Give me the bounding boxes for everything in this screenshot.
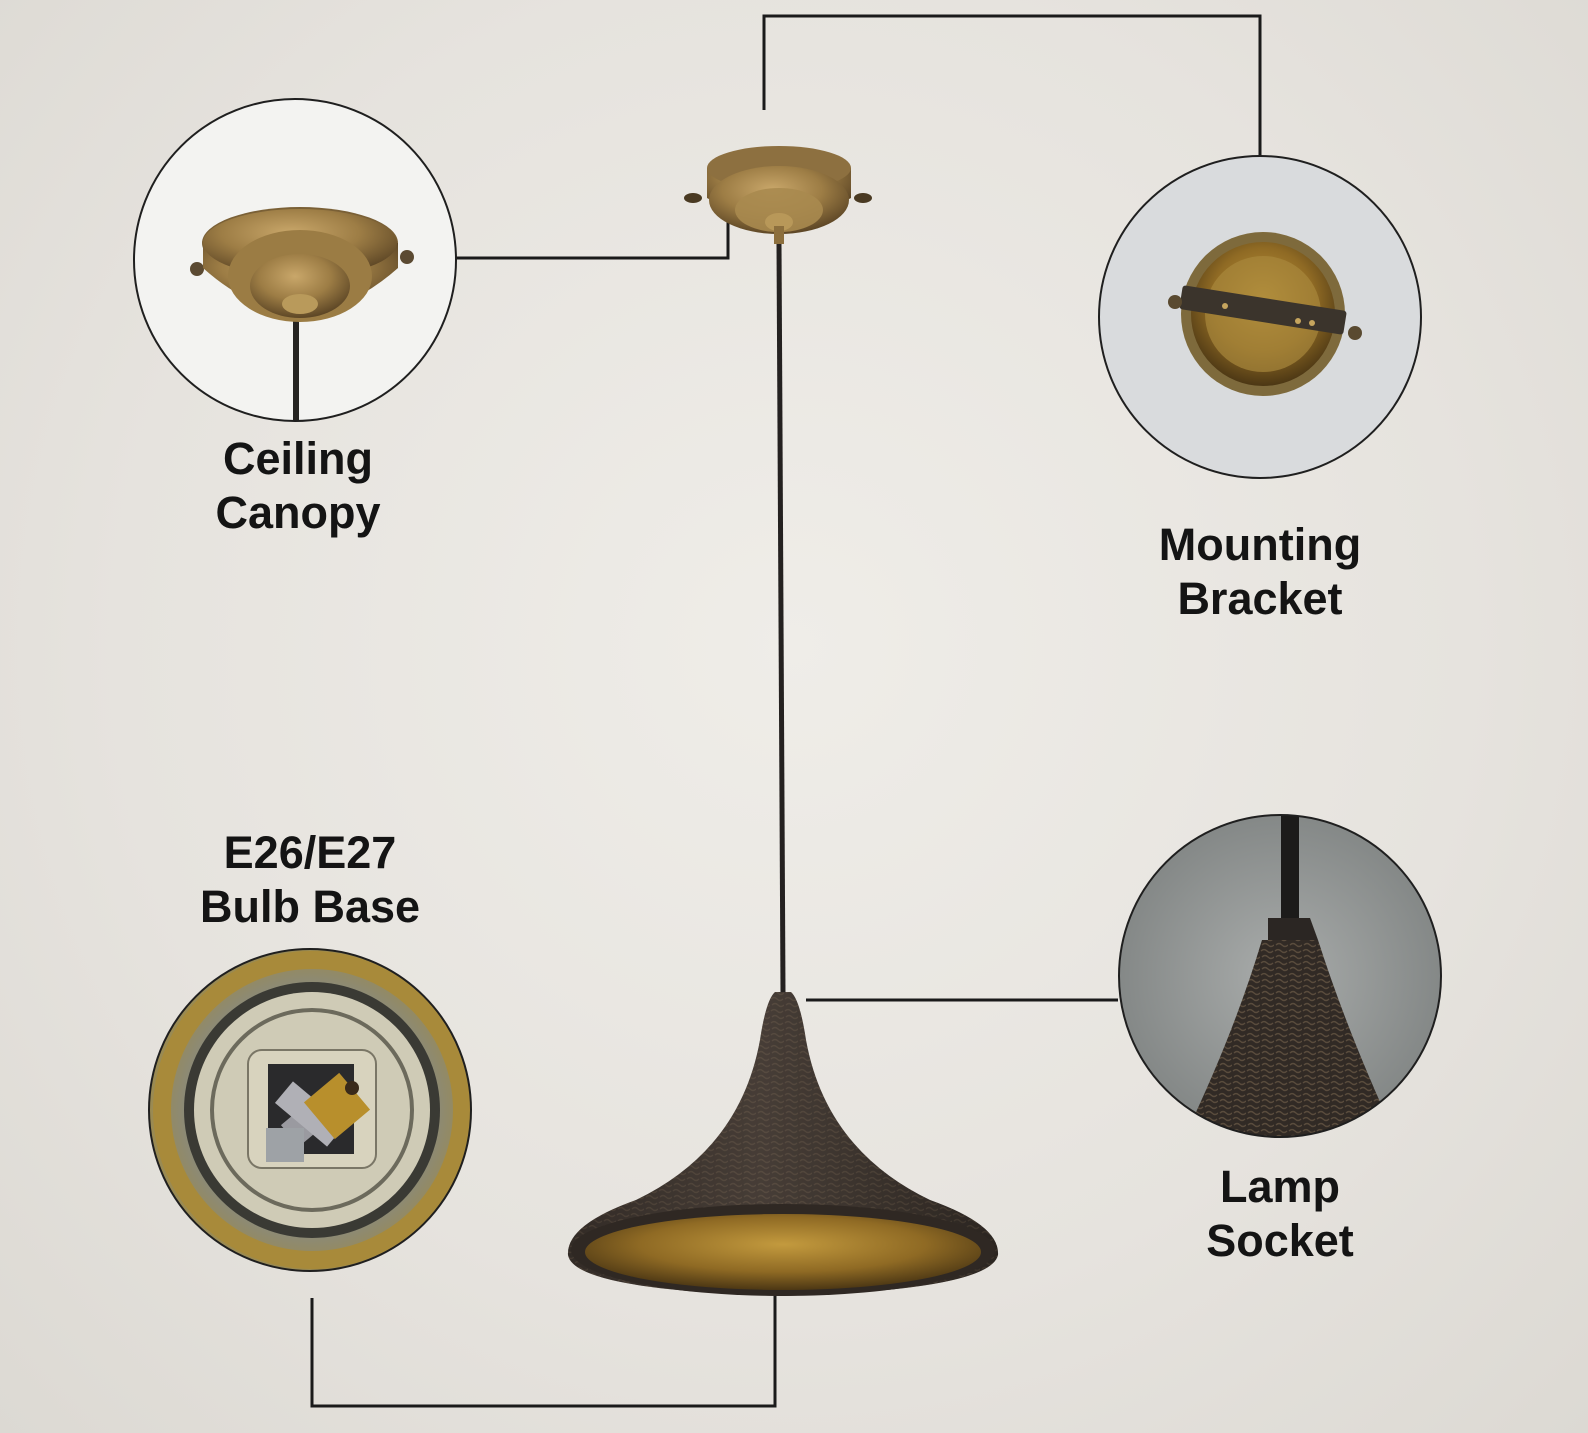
label-ceiling-canopy: Ceiling Canopy xyxy=(168,432,428,540)
label-ceiling-canopy-line1: Ceiling xyxy=(222,433,373,484)
ceiling-canopy-main xyxy=(684,146,872,244)
label-bulb-base-line1: E26/E27 xyxy=(223,827,397,878)
pendant-lamp xyxy=(567,146,999,1296)
connector-lines xyxy=(310,14,1262,1408)
label-lamp-socket: Lamp Socket xyxy=(1150,1160,1410,1268)
connector-bracket xyxy=(762,14,1262,157)
label-bulb-base-line2: Bulb Base xyxy=(199,881,421,932)
pendant-cord xyxy=(776,243,786,993)
label-mounting-bracket-line2: Bracket xyxy=(1177,573,1343,624)
label-ceiling-canopy-line2: Canopy xyxy=(215,487,381,538)
connector-canopy xyxy=(456,218,730,260)
lamp-shade xyxy=(567,992,999,1296)
socket-detail-circle xyxy=(1118,814,1442,1138)
label-lamp-socket-line2: Socket xyxy=(1206,1215,1354,1266)
bracket-detail-circle xyxy=(1098,155,1422,479)
label-bulb-base: E26/E27 Bulb Base xyxy=(160,826,460,934)
label-lamp-socket-line1: Lamp xyxy=(1219,1161,1340,1212)
bulb-base-detail-circle xyxy=(148,948,472,1272)
connector-bulb-base xyxy=(310,1280,777,1408)
canopy-detail-circle xyxy=(133,98,457,422)
label-mounting-bracket-line1: Mounting xyxy=(1158,519,1362,570)
label-mounting-bracket: Mounting Bracket xyxy=(1110,518,1410,626)
